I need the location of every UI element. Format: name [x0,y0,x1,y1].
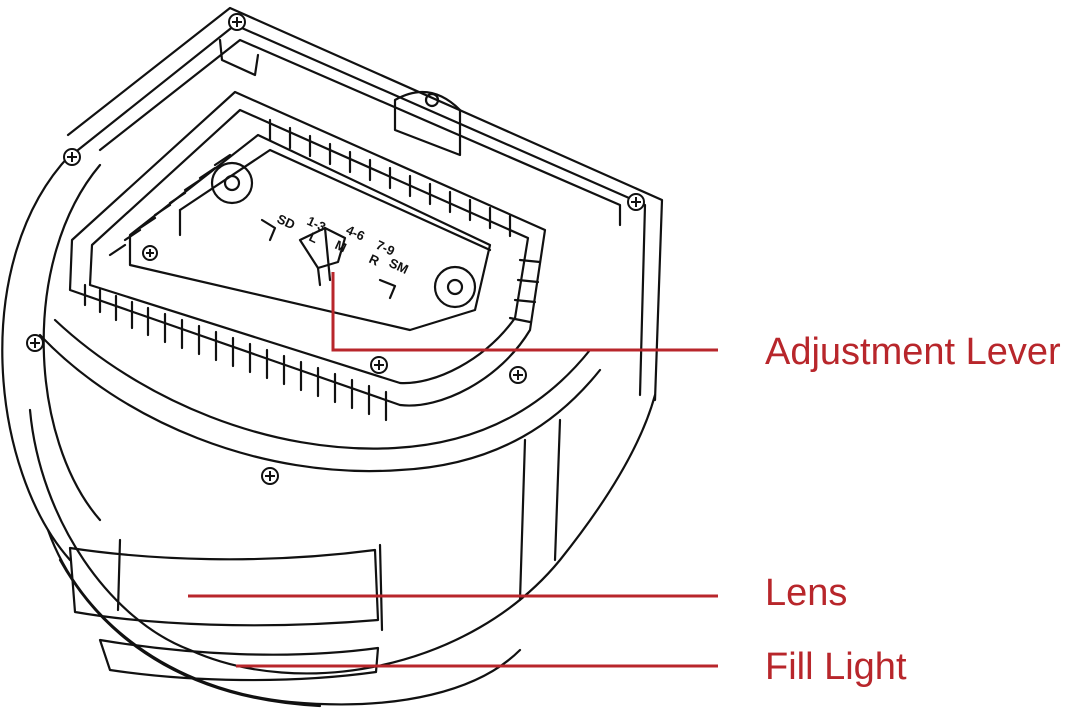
screw-icon [26,334,44,352]
screw-icon [228,13,246,31]
screw-icon [627,193,645,211]
lever-marking: M [333,237,349,255]
adjustment-lever-leader [331,272,718,352]
screw-icon [142,245,158,261]
lever-markings: SD 1-3 L 4-6 M 7-9 R SM [275,211,411,277]
screw-icon [509,366,527,384]
adjustment-lever-label: Adjustment Lever [765,331,1061,373]
screw-icon [63,148,81,166]
lever-marking: 7-9 [374,237,397,259]
lever-marking: L [307,229,321,246]
callout-lines [188,272,718,668]
fill-light-label: Fill Light [765,646,907,688]
lever-marking: SM [387,255,411,277]
camera-body [1,6,664,708]
screw-icon [370,356,388,374]
lens-label: Lens [765,572,848,614]
lever-marking: SD [275,211,298,232]
lever-marking: 4-6 [344,222,367,244]
screws [26,13,645,485]
lever-marking: R [367,251,382,269]
screw-icon [261,467,279,485]
lever-marking: 1-3 [305,213,328,235]
